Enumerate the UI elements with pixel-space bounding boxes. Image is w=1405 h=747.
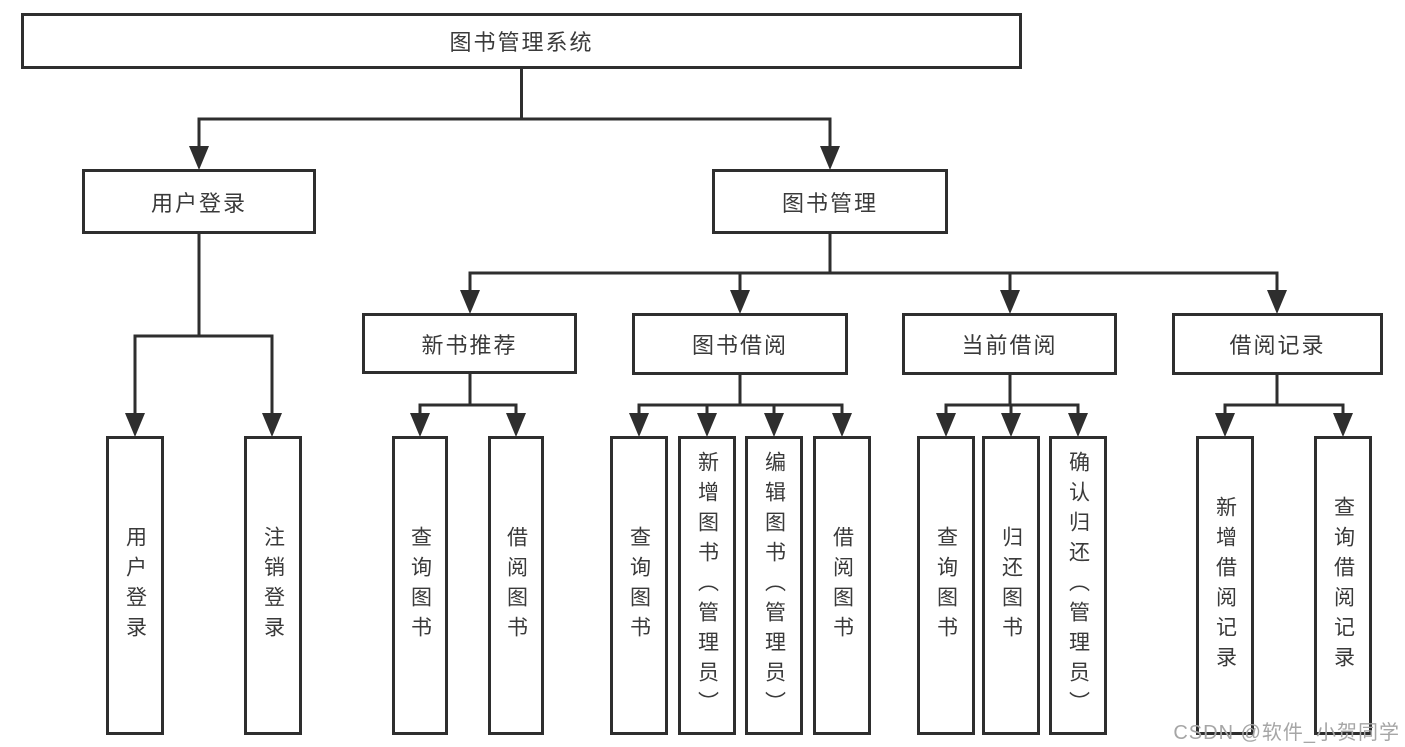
branch-new-book-recommend [418,374,518,415]
leaf-add-borrow-record: 新增借阅记录 [1196,436,1254,735]
node-system-root: 图书管理系统 [21,13,1022,69]
node-current-borrowing: 当前借阅 [902,313,1117,375]
node-label: 编辑图书（管理员） [762,450,786,721]
node-label: 新增图书（管理员） [695,450,719,721]
leaf-edit-books-admin: 编辑图书（管理员） [745,436,803,735]
leaf-borrow-books-borrowing: 借阅图书 [813,436,871,735]
node-label: 新书推荐 [421,332,518,358]
leaf-borrow-books-recommend: 借阅图书 [488,436,544,735]
node-label: 图书管理 [781,190,878,216]
node-label: 图书管理系统 [449,30,594,55]
branch-current-borrowing [944,375,1080,415]
branch-book-mgmt [468,234,1279,292]
leaf-query-books-borrowing: 查询图书 [610,436,668,735]
node-label: 用户登录 [150,190,247,216]
node-label: 注销登录 [261,525,285,646]
node-borrow-records: 借阅记录 [1172,313,1383,375]
node-label: 查询借阅记录 [1331,495,1355,676]
node-label: 当前借阅 [961,333,1058,358]
node-new-book-recommend: 新书推荐 [362,313,577,374]
node-label: 查询图书 [627,525,651,646]
branch-book-borrowing [637,375,844,415]
watermark: CSDN @软件_小贺同学 [1173,722,1400,744]
leaf-query-books-current: 查询图书 [917,436,975,735]
leaf-return-books: 归还图书 [982,436,1040,735]
node-label: 查询图书 [408,525,432,646]
branch-user-login [133,234,274,415]
leaf-confirm-return-admin: 确认归还（管理员） [1049,436,1107,735]
arrowhead-icons [125,146,1353,437]
node-label: 图书借阅 [691,333,788,358]
node-label: 新增借阅记录 [1213,495,1237,676]
node-book-management: 图书管理 [712,169,948,234]
branch-borrow-records [1223,375,1345,415]
node-label: 借阅图书 [504,525,528,646]
node-book-borrowing: 图书借阅 [632,313,848,375]
leaf-query-books-recommend: 查询图书 [392,436,448,735]
node-label: 用户登录 [123,525,147,646]
node-label: 归还图书 [999,525,1023,646]
branch-root [197,69,832,148]
leaf-logout: 注销登录 [244,436,302,735]
leaf-user-login: 用户登录 [106,436,164,735]
node-user-login: 用户登录 [82,169,316,234]
node-label: 确认归还（管理员） [1066,450,1090,721]
node-label: 借阅图书 [830,525,854,646]
node-label: 借阅记录 [1229,333,1326,358]
leaf-add-books-admin: 新增图书（管理员） [678,436,736,735]
leaf-query-borrow-record: 查询借阅记录 [1314,436,1372,735]
node-label: 查询图书 [934,525,958,646]
